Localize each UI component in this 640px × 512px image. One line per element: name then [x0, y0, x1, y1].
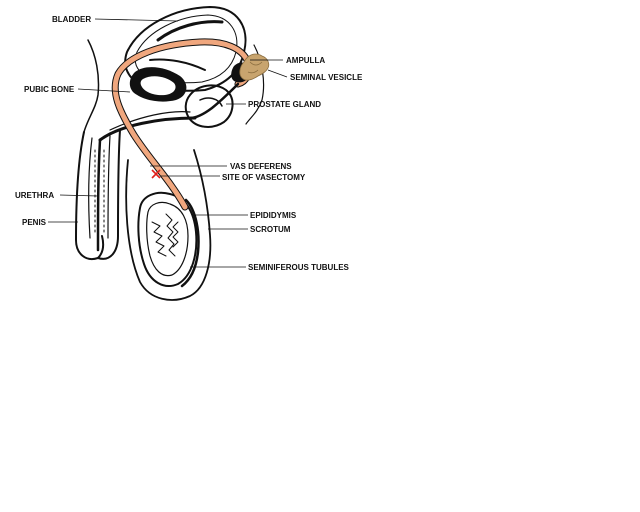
- ejaculatory-duct: [188, 82, 240, 120]
- label-epididymis: EPIDIDYMIS: [250, 211, 297, 220]
- label-vas-deferens: VAS DEFERENS: [230, 162, 292, 171]
- label-scrotum: SCROTUM: [250, 225, 291, 234]
- leader-lines: [48, 18, 288, 268]
- scrotum: [125, 149, 212, 301]
- testis: [137, 191, 198, 287]
- label-site-of-vasectomy: SITE OF VASECTOMY: [222, 173, 306, 182]
- label-bladder: BLADDER: [52, 15, 91, 24]
- label-urethra: URETHRA: [15, 191, 54, 200]
- penis: [75, 129, 121, 260]
- vasectomy-mark: [151, 169, 161, 179]
- label-seminiferous-tubules: SEMINIFEROUS TUBULES: [248, 263, 350, 272]
- seminal-vesicle: [239, 53, 270, 81]
- label-penis: PENIS: [22, 218, 47, 227]
- label-ampulla: AMPULLA: [286, 56, 325, 65]
- prostate-gland: [184, 84, 234, 128]
- label-seminal-vesicle: SEMINAL VESICLE: [290, 73, 363, 82]
- epididymis: [180, 198, 200, 288]
- label-prostate-gland: PROSTATE GLAND: [248, 100, 321, 109]
- urethra: [98, 111, 197, 142]
- label-pubic-bone: PUBIC BONE: [24, 85, 75, 94]
- pubic-bone: [129, 67, 187, 102]
